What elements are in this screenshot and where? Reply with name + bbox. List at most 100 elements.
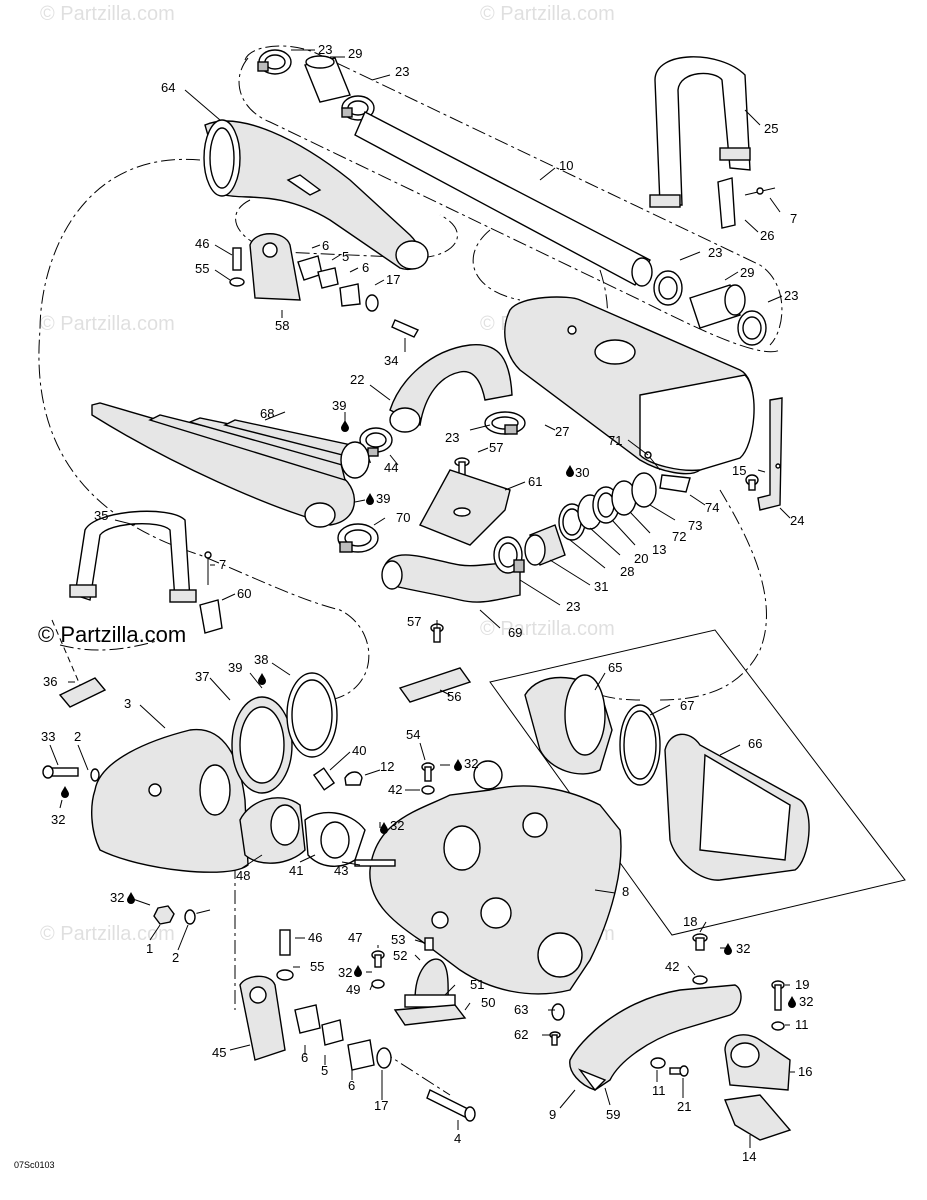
adhesive-drop-icon — [341, 420, 349, 432]
adhesive-drop-icon — [366, 493, 374, 505]
callout-23: 23 — [445, 430, 459, 445]
callout-11: 11 — [795, 1017, 809, 1032]
bracket-36 — [51, 619, 107, 708]
callout-44: 44 — [384, 460, 398, 475]
callout-7: 7 — [219, 557, 226, 572]
callout-6: 6 — [301, 1050, 308, 1065]
callout-11: 11 — [652, 1083, 666, 1098]
plate-50 — [393, 1004, 467, 1026]
mount-51 — [404, 958, 456, 1008]
callout-10: 10 — [559, 158, 573, 173]
gasket-41 — [304, 811, 366, 867]
callout-5: 5 — [321, 1063, 328, 1078]
sleeve-29-top — [304, 55, 351, 103]
callout-4: 4 — [454, 1131, 461, 1146]
screw-33 — [42, 765, 79, 779]
screw-15 — [745, 474, 759, 491]
clamp-23-top — [257, 49, 292, 75]
washer-2-bottom — [184, 909, 196, 925]
watermark-lower-right: © Partzilla.com — [480, 618, 615, 640]
screw-54 — [421, 762, 435, 782]
tail-pipe-10 — [354, 111, 653, 287]
screw-21 — [669, 1065, 689, 1077]
washer-11-upper — [771, 1021, 785, 1031]
bracket-61 — [419, 469, 511, 546]
callout-2: 2 — [172, 950, 179, 965]
hose-22 — [389, 344, 513, 433]
callout-48: 48 — [236, 868, 250, 883]
callout-20: 20 — [634, 551, 648, 566]
spacer-5-lower — [321, 1019, 344, 1046]
callout-54: 54 — [406, 727, 420, 742]
callout-32: 32 — [51, 812, 65, 827]
clamp-23-right-a — [653, 270, 683, 306]
callout-1: 1 — [146, 941, 153, 956]
callout-52: 52 — [393, 948, 407, 963]
adhesive-drop-icon — [788, 996, 796, 1008]
callout-46: 46 — [308, 930, 322, 945]
callout-35: 35 — [94, 508, 108, 523]
leader-lines — [49, 49, 795, 1148]
spring-53 — [424, 937, 434, 951]
adhesive-drop-icon — [724, 943, 732, 955]
clip-63 — [551, 1003, 565, 1021]
washer-17-lower — [376, 1047, 392, 1069]
callout-73: 73 — [688, 518, 702, 533]
callout-17: 17 — [386, 272, 400, 287]
callout-9: 9 — [549, 1107, 556, 1122]
adhesive-drop-icon — [61, 786, 69, 798]
strap-35 — [69, 510, 197, 603]
screw-47 — [371, 950, 385, 968]
adhesive-drop-icon — [380, 822, 388, 834]
spring-12 — [344, 771, 363, 786]
sleeve-6-lower-b — [347, 1039, 375, 1071]
nut-1 — [153, 905, 175, 925]
support-bracket-58 — [229, 233, 419, 338]
pin-7-left — [204, 551, 212, 585]
callout-53: 53 — [391, 932, 405, 947]
gasket-48 — [239, 797, 306, 864]
adhesive-drop-icon — [454, 759, 462, 771]
callout-15: 15 — [732, 463, 746, 478]
screw-62 — [549, 1031, 561, 1046]
strap-25 — [649, 56, 751, 208]
callout-23: 23 — [708, 245, 722, 260]
callout-36: 36 — [43, 674, 57, 689]
washer-2-top — [90, 768, 100, 782]
spring-40 — [312, 767, 336, 791]
clamp-67 — [619, 704, 661, 786]
callout-50: 50 — [481, 995, 495, 1010]
callout-46: 46 — [195, 236, 209, 251]
callout-68: 68 — [260, 406, 274, 421]
callout-47: 47 — [348, 930, 362, 945]
callout-34: 34 — [384, 353, 398, 368]
sleeve-29-right — [689, 284, 746, 329]
callout-61: 61 — [528, 474, 542, 489]
clip-74 — [659, 474, 691, 493]
callout-74: 74 — [705, 500, 719, 515]
exhaust-manifold-3 — [91, 728, 249, 873]
clamp-23-lower — [493, 536, 525, 574]
bolt-18 — [692, 933, 708, 951]
callout-6: 6 — [348, 1078, 355, 1093]
callout-32: 32 — [799, 994, 813, 1009]
callout-30: 30 — [575, 465, 589, 480]
callout-63: 63 — [514, 1002, 528, 1017]
watermark-mid-left: © Partzilla.com — [40, 313, 175, 335]
callout-23: 23 — [395, 64, 409, 79]
clamp-23-right-b — [737, 310, 767, 346]
callout-55: 55 — [310, 959, 324, 974]
gasket-38 — [286, 672, 338, 758]
callout-67: 67 — [680, 698, 694, 713]
callout-37: 37 — [195, 669, 209, 684]
tuned-pipe-68 — [91, 402, 372, 528]
callout-12: 12 — [380, 759, 394, 774]
coupler-31 — [524, 524, 566, 566]
plate-56 — [398, 667, 472, 703]
hose-69 — [381, 554, 521, 603]
adhesive-drop-icons — [61, 420, 796, 1008]
callout-2: 2 — [74, 729, 81, 744]
callout-64: 64 — [161, 80, 175, 95]
clamp-70 — [337, 523, 379, 553]
